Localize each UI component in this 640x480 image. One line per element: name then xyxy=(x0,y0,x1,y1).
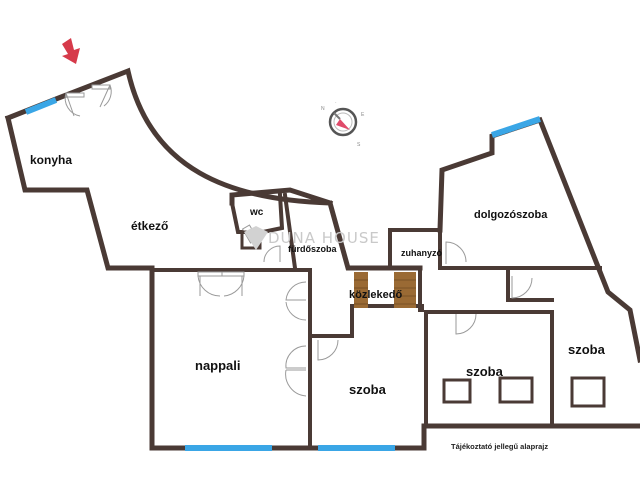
door-dolgozoszoba xyxy=(445,241,467,264)
door-living-room-right-lower xyxy=(285,345,307,397)
watermark-logo: DUNA HOUSE xyxy=(244,226,380,250)
room-label-wc: wc xyxy=(249,207,264,218)
window-dolgozoszoba xyxy=(491,116,541,138)
room-label-szoba-right: szoba xyxy=(568,342,606,357)
entrance-arrow-icon xyxy=(62,38,80,64)
fixture-boxes xyxy=(240,230,606,408)
svg-text:·: · xyxy=(335,100,337,106)
door-living-room-right-upper xyxy=(285,281,307,321)
room-label-szoba-center: szoba xyxy=(466,364,504,379)
room-label-szoba-middle: szoba xyxy=(349,382,387,397)
room-label-konyha: konyha xyxy=(30,153,72,167)
door-kitchen-entry xyxy=(64,84,112,117)
svg-text:N: N xyxy=(321,106,325,112)
plan-note: Tájékoztató jellegű alaprajz xyxy=(451,442,548,451)
compass-icon: N E S · xyxy=(321,100,365,148)
kitchen-dining-walls xyxy=(4,67,423,271)
room-label-nappali: nappali xyxy=(195,358,241,373)
door-living-room-top xyxy=(197,271,245,297)
room-label-zuhanyzo: zuhanyzó xyxy=(401,248,443,258)
hallway-walls xyxy=(310,228,442,338)
room-label-dolgozoszoba: dolgozószoba xyxy=(474,209,548,221)
door-bathroom xyxy=(263,245,281,263)
room-label-kozlekedo: közlekedő xyxy=(349,289,402,301)
svg-text:E: E xyxy=(361,112,365,118)
stairs xyxy=(354,272,416,308)
room-label-etkezo: étkező xyxy=(131,219,168,233)
door-szoba-middle-right xyxy=(455,313,477,335)
svg-text:S: S xyxy=(357,142,361,148)
room-label-furdoszoba: fürdőszoba xyxy=(288,244,337,254)
window-kitchen xyxy=(24,97,58,115)
watermark-text: DUNA HOUSE xyxy=(268,229,380,247)
door-szoba-middle xyxy=(317,339,339,361)
door-szoba-right xyxy=(511,276,533,299)
